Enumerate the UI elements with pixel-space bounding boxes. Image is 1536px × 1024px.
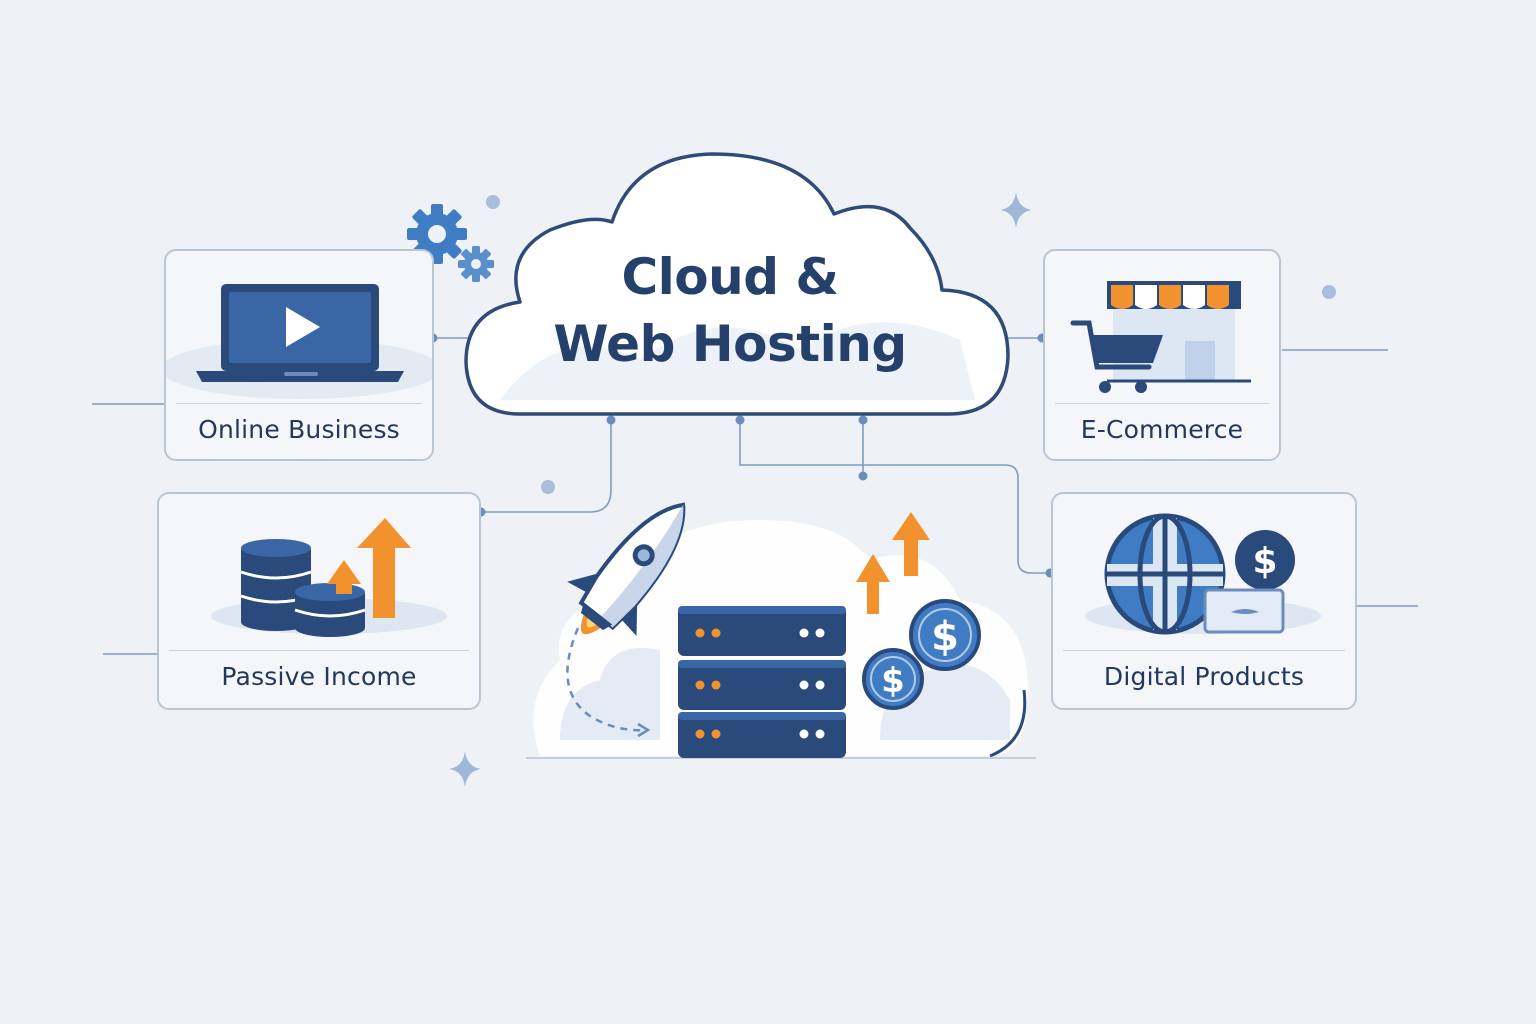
card-divider xyxy=(1055,403,1269,404)
storefront-cart-icon xyxy=(1070,281,1251,393)
card-divider xyxy=(169,650,469,651)
sparkle-icon xyxy=(1000,192,1032,228)
card-label: Online Business xyxy=(198,415,400,444)
main-cloud-icon xyxy=(464,152,1010,416)
laptop-play-icon xyxy=(166,284,432,399)
card-divider xyxy=(176,403,422,404)
decor-dots xyxy=(486,195,1336,494)
card-digital-products[interactable]: $ Digital Products xyxy=(1051,492,1357,710)
diagram-title-line1: Cloud & xyxy=(621,248,839,306)
card-label: Digital Products xyxy=(1103,662,1305,691)
coin-symbol: $ xyxy=(1252,541,1277,582)
gear-small-icon xyxy=(458,246,494,282)
card-passive-income[interactable]: Passive Income xyxy=(157,492,481,710)
gear-icon xyxy=(407,204,467,264)
card-label: Passive Income xyxy=(221,662,417,691)
card-ecommerce[interactable]: E-Commerce xyxy=(1043,249,1281,461)
globe-dollar-icon: $ xyxy=(1085,513,1321,635)
card-label: E-Commerce xyxy=(1080,415,1244,444)
card-divider xyxy=(1063,650,1345,651)
sparkle-icon xyxy=(449,751,481,787)
card-online-business[interactable]: Online Business xyxy=(164,249,434,461)
sparkle-icons xyxy=(449,192,1032,787)
diagram-title-line2: Web Hosting xyxy=(553,315,907,373)
coin-stack-arrow-icon xyxy=(211,518,447,637)
